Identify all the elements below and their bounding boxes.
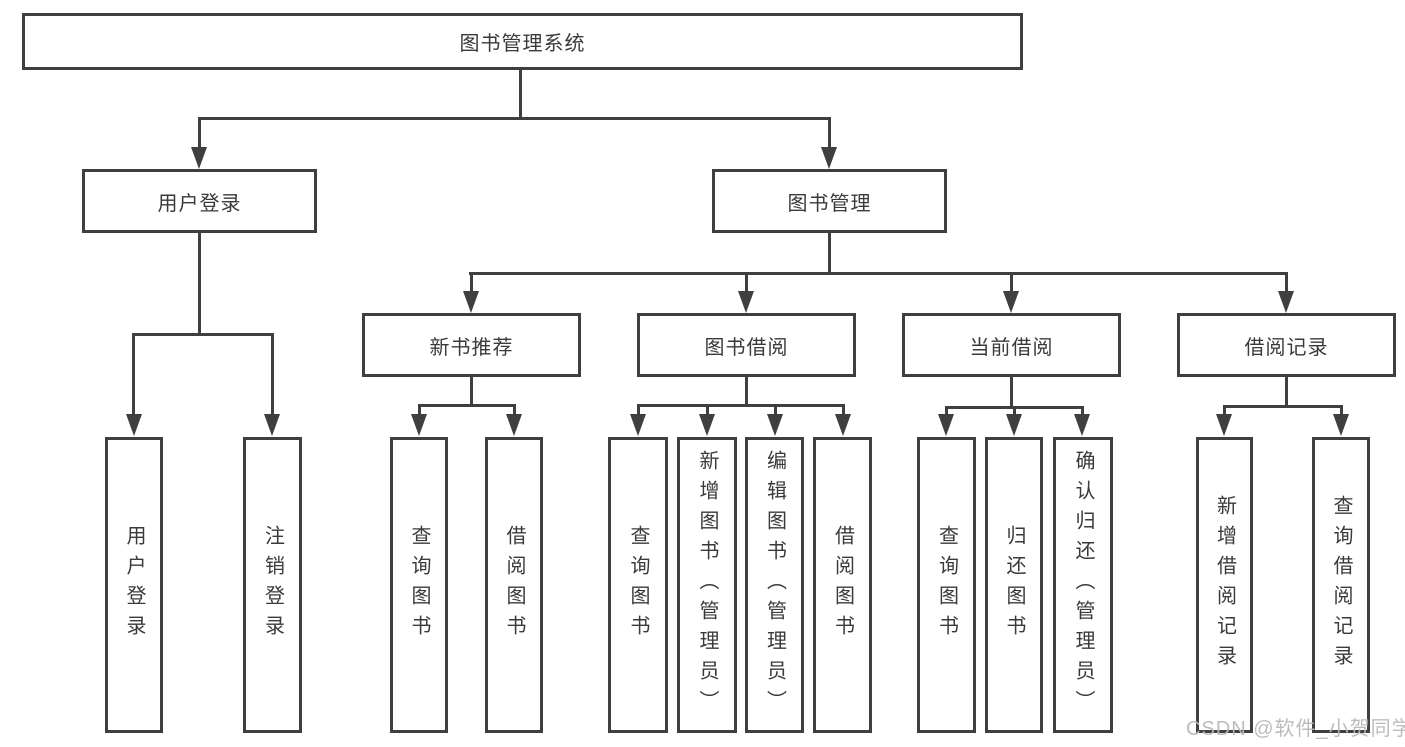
leaf-records-add-record: 新增借阅记录 — [1196, 437, 1253, 733]
arrow-down-icon — [1216, 414, 1232, 436]
arrow-down-icon — [191, 147, 207, 169]
node-label: 借阅图书 — [831, 525, 854, 645]
node-label: 新书推荐 — [429, 336, 514, 359]
connector-userlogin-leg1 — [132, 333, 135, 415]
node-label: 归还图书 — [1003, 525, 1025, 645]
watermark-text: CSDN @软件_小贺同学 — [1186, 718, 1405, 740]
node-label: 查询图书 — [408, 525, 430, 645]
connector-records-stem — [1285, 377, 1288, 408]
arrow-down-icon — [821, 147, 837, 169]
node-current-borrowing: 当前借阅 — [902, 313, 1121, 377]
connector-records-bar — [1223, 405, 1343, 408]
connector-bookmgmt-leg4 — [1285, 272, 1288, 292]
node-label: 当前借阅 — [969, 336, 1054, 359]
leaf-borrowing-add-books-admin: 新增图书（管理员） — [677, 437, 737, 733]
connector-newbooks-leg2 — [513, 404, 516, 415]
connector-userlogin-leg2 — [271, 333, 274, 415]
node-book-borrowing: 图书借阅 — [637, 313, 856, 377]
connector-borrowing-bar — [637, 404, 845, 407]
node-borrowing-records: 借阅记录 — [1177, 313, 1396, 377]
arrow-down-icon — [699, 414, 715, 436]
connector-borrowing-leg2 — [706, 404, 709, 415]
node-label: 注销登录 — [261, 525, 284, 645]
node-label: 借阅记录 — [1244, 336, 1329, 359]
leaf-records-query-record: 查询借阅记录 — [1312, 437, 1370, 733]
leaf-borrowing-borrow-books: 借阅图书 — [813, 437, 872, 733]
arrow-down-icon — [1278, 291, 1294, 313]
connector-newbooks-stem — [470, 377, 473, 407]
node-library-management-system: 图书管理系统 — [22, 13, 1023, 70]
node-user-login: 用户登录 — [82, 169, 317, 233]
node-label: 新增借阅记录 — [1213, 495, 1236, 675]
node-label: 查询借阅记录 — [1330, 495, 1352, 675]
node-label: 查询图书 — [627, 525, 649, 645]
connector-borrowing-leg4 — [842, 404, 845, 415]
connector-current-leg1 — [945, 406, 948, 415]
arrow-down-icon — [1333, 414, 1349, 436]
connector-borrowing-stem — [745, 377, 748, 407]
connector-root-stem — [519, 69, 522, 120]
connector-current-leg3 — [1081, 406, 1084, 415]
arrow-down-icon — [767, 414, 783, 436]
connector-userlogin-bar — [132, 333, 274, 336]
node-label: 图书借阅 — [704, 336, 789, 359]
node-label: 用户登录 — [157, 192, 242, 215]
arrow-down-icon — [126, 414, 142, 436]
arrow-down-icon — [1003, 291, 1019, 313]
arrow-down-icon — [938, 414, 954, 436]
connector-bookmgmt-leg2 — [745, 272, 748, 292]
connector-newbooks-leg1 — [418, 404, 421, 415]
leaf-borrowing-query-books: 查询图书 — [608, 437, 668, 733]
node-label: 确认归还（管理员） — [1072, 450, 1094, 720]
arrow-down-icon — [630, 414, 646, 436]
connector-bookmgmt-stem — [828, 233, 831, 275]
connector-root-leg-right — [828, 117, 831, 149]
node-label: 用户登录 — [123, 525, 145, 645]
connector-bookmgmt-bar — [469, 272, 1288, 275]
node-new-book-recommendation: 新书推荐 — [362, 313, 581, 377]
arrow-down-icon — [411, 414, 427, 436]
node-label: 查询图书 — [935, 525, 958, 645]
connector-records-leg1 — [1223, 405, 1226, 415]
connector-records-leg2 — [1340, 405, 1343, 415]
leaf-borrowing-edit-books-admin: 编辑图书（管理员） — [745, 437, 804, 733]
connector-root-leg-left — [198, 117, 201, 149]
leaf-current-confirm-return-admin: 确认归还（管理员） — [1053, 437, 1113, 733]
arrow-down-icon — [463, 291, 479, 313]
arrow-down-icon — [1074, 414, 1090, 436]
connector-bookmgmt-leg3 — [1010, 272, 1013, 292]
connector-root-bar — [198, 117, 831, 120]
leaf-newbooks-query-books: 查询图书 — [390, 437, 448, 733]
node-label: 图书管理系统 — [459, 33, 586, 55]
connector-borrowing-leg3 — [774, 404, 777, 415]
connector-current-stem — [1010, 377, 1013, 409]
leaf-current-query-books: 查询图书 — [917, 437, 976, 733]
node-label: 新增图书（管理员） — [696, 450, 718, 720]
leaf-logout: 注销登录 — [243, 437, 302, 733]
arrow-down-icon — [264, 414, 280, 436]
connector-bookmgmt-leg1 — [470, 272, 473, 292]
arrow-down-icon — [1006, 414, 1022, 436]
connector-newbooks-bar — [418, 404, 516, 407]
leaf-current-return-books: 归还图书 — [985, 437, 1043, 733]
connector-userlogin-stem — [198, 233, 201, 335]
leaf-user-login: 用户登录 — [105, 437, 163, 733]
arrow-down-icon — [506, 414, 522, 436]
node-label: 借阅图书 — [503, 525, 525, 645]
connector-current-leg2 — [1013, 406, 1016, 415]
arrow-down-icon — [835, 414, 851, 436]
node-book-management: 图书管理 — [712, 169, 947, 233]
leaf-newbooks-borrow-books: 借阅图书 — [485, 437, 543, 733]
node-label: 图书管理 — [787, 192, 872, 215]
node-label: 编辑图书（管理员） — [763, 450, 786, 720]
connector-borrowing-leg1 — [637, 404, 640, 415]
arrow-down-icon — [738, 291, 754, 313]
